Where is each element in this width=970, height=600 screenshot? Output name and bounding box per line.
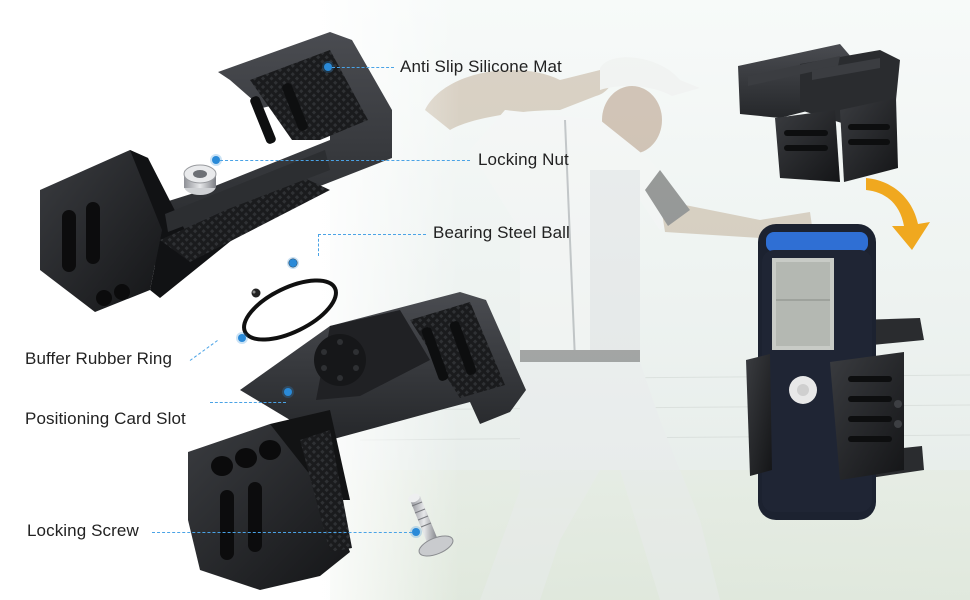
anti-slip-leader [332,67,394,68]
callout-anti-slip: Anti Slip Silicone Mat [400,57,562,76]
locking-screw-dot [412,528,420,536]
locking-nut-leader [220,160,470,161]
callout-locking-screw: Locking Screw [27,521,139,540]
positioning-slot-dot [284,388,292,396]
curved-down-arrow-icon [866,178,930,250]
locking-nut-dot [212,156,220,164]
steel-ball-2 [251,288,261,298]
anti-slip-dot [324,63,332,71]
bearing-ball-leader-h [318,234,426,235]
locking-screw-leader [152,532,412,533]
callout-buffer-ring: Buffer Rubber Ring [25,349,173,368]
rubber-ring-part [242,278,338,342]
bearing-ball-dot [289,259,297,267]
upper-clamp-part [40,32,392,312]
locking-screw-part [408,493,454,557]
callout-bearing-ball: Bearing Steel Ball [433,223,570,242]
callout-locking-nut: Locking Nut [478,150,569,169]
assembled-clamp-part [738,44,900,182]
buffer-ring-dot [238,334,246,342]
callout-positioning-slot: Positioning Card Slot [25,409,186,428]
locking-nut-part [183,164,217,195]
bearing-ball-leader-v [318,234,319,256]
mounted-device-part [746,224,924,520]
lower-clamp-part [188,292,526,590]
positioning-slot-leader-h [210,402,286,403]
